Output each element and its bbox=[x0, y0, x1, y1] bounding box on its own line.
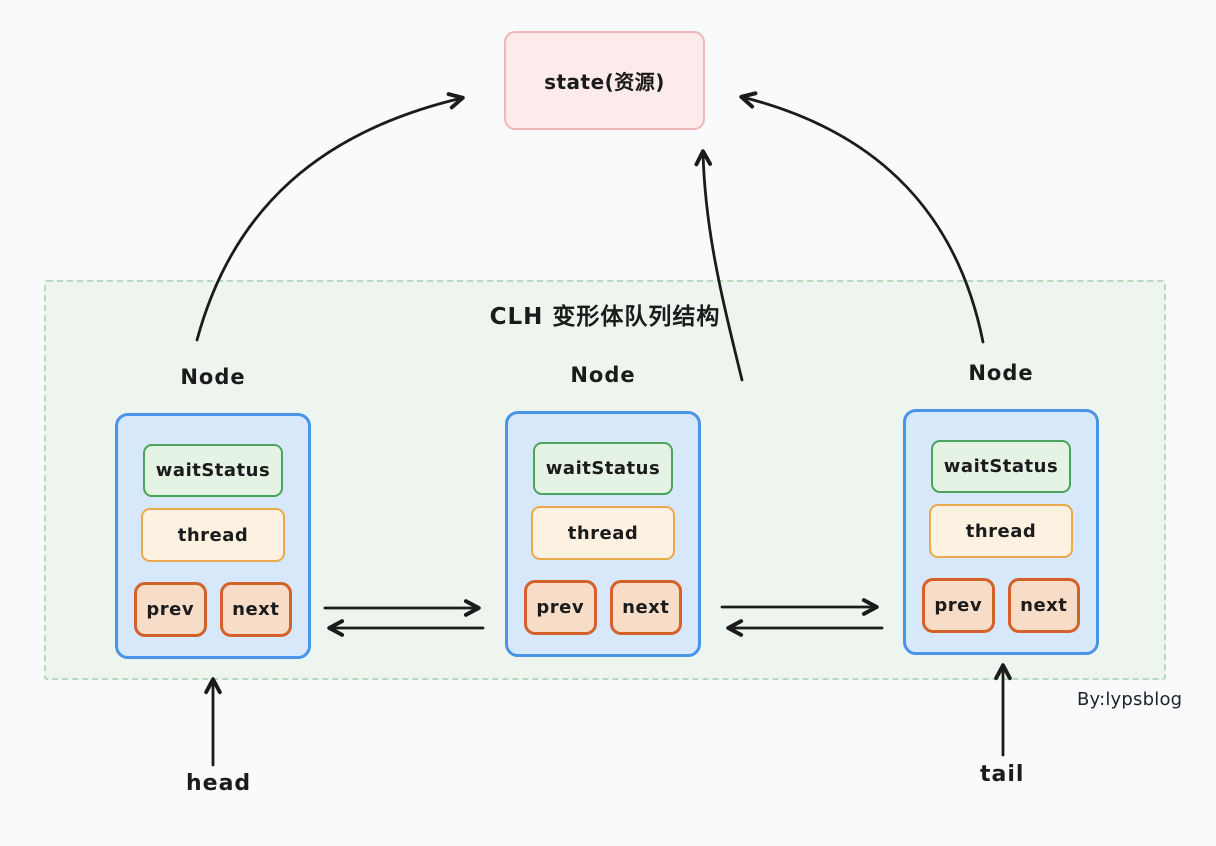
waitstatus-label: waitStatus bbox=[155, 460, 271, 481]
next-label: next bbox=[232, 599, 280, 620]
node-1-next-field: next bbox=[219, 582, 292, 637]
node-3-pointer-row: prev next bbox=[922, 578, 1080, 633]
credit-text: By:lypsblog bbox=[1077, 689, 1183, 710]
state-box-label: state(资源) bbox=[544, 70, 665, 94]
node-2-label: Node bbox=[570, 363, 636, 387]
node-2-box: waitStatus thread prev next bbox=[505, 411, 701, 657]
waitstatus-label: waitStatus bbox=[545, 458, 661, 479]
waitstatus-label: waitStatus bbox=[943, 456, 1059, 477]
node-2: Node waitStatus thread prev next bbox=[505, 363, 701, 657]
clh-queue-title: CLH 变形体队列结构 bbox=[489, 304, 721, 330]
node-1-thread-field: thread bbox=[141, 508, 285, 562]
node-1-waitstatus-field: waitStatus bbox=[143, 444, 283, 497]
node-3-waitstatus-field: waitStatus bbox=[931, 440, 1071, 493]
node-1-box: waitStatus thread prev next bbox=[115, 413, 311, 659]
prev-label: prev bbox=[536, 597, 585, 618]
node-1: Node waitStatus thread prev next bbox=[115, 365, 311, 659]
prev-label: prev bbox=[934, 595, 983, 616]
node-3-next-field: next bbox=[1007, 578, 1080, 633]
node-3-thread-field: thread bbox=[929, 504, 1073, 558]
node-2-thread-field: thread bbox=[531, 506, 675, 560]
tail-label: tail bbox=[980, 762, 1025, 787]
thread-label: thread bbox=[177, 524, 249, 546]
node-1-prev-field: prev bbox=[134, 582, 207, 637]
node-3: Node waitStatus thread prev next bbox=[903, 361, 1099, 655]
node-1-pointer-row: prev next bbox=[134, 582, 292, 637]
next-label: next bbox=[1020, 595, 1068, 616]
node-2-pointer-row: prev next bbox=[524, 580, 682, 635]
prev-label: prev bbox=[146, 599, 195, 620]
node-3-label: Node bbox=[968, 361, 1034, 385]
head-label: head bbox=[186, 771, 252, 796]
node-3-prev-field: prev bbox=[922, 578, 995, 633]
thread-label: thread bbox=[567, 522, 639, 544]
node-2-waitstatus-field: waitStatus bbox=[533, 442, 673, 495]
state-box: state(资源) bbox=[504, 31, 705, 130]
node-2-next-field: next bbox=[609, 580, 682, 635]
next-label: next bbox=[622, 597, 670, 618]
thread-label: thread bbox=[965, 520, 1037, 542]
node-2-prev-field: prev bbox=[524, 580, 597, 635]
node-1-label: Node bbox=[180, 365, 246, 389]
node-3-box: waitStatus thread prev next bbox=[903, 409, 1099, 655]
